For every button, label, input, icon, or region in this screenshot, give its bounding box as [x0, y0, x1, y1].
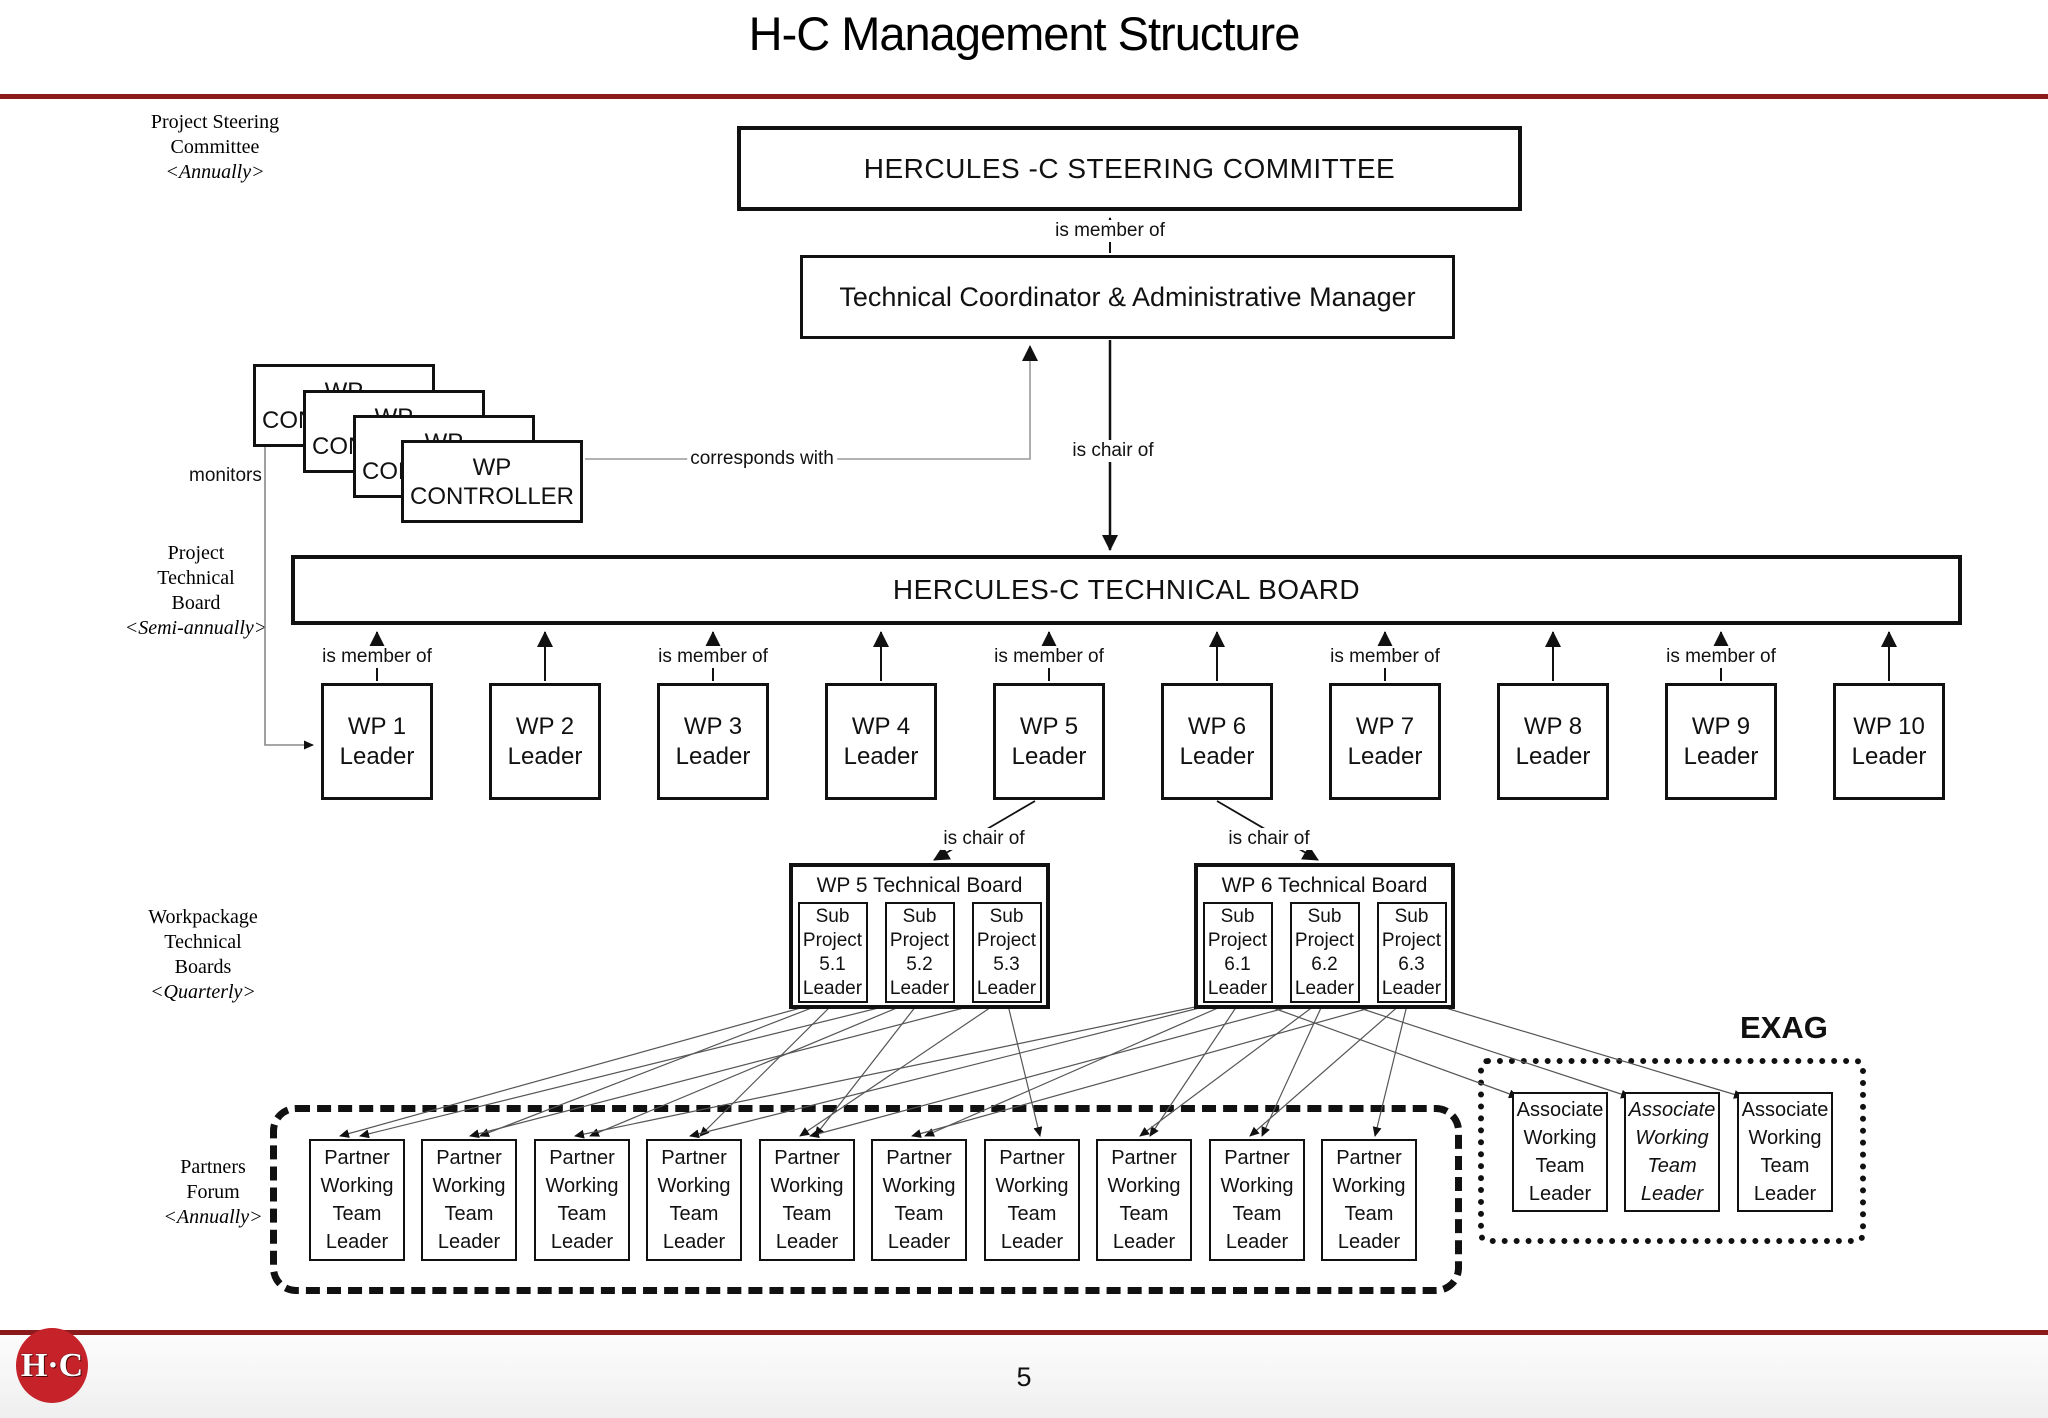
side-label-workpackage-boards: Workpackage Technical Boards <Quarterly> [148, 906, 258, 1003]
hc-logo-icon: H·C [16, 1328, 88, 1403]
label-is-chair-of-top: is chair of [1069, 440, 1157, 462]
label-is-member-of-wp5: is member of [991, 646, 1107, 668]
label-is-member-of-wp9: is member of [1663, 646, 1779, 668]
node-technical-board: HERCULES-C TECHNICAL BOARD [291, 555, 1962, 625]
side-label-steering: Project Steering Committee <Annually> [150, 111, 280, 183]
label-is-member-of-wp7: is member of [1327, 646, 1443, 668]
exag-label: EXAG [1740, 1010, 1828, 1045]
hc-logo-text: H·C [20, 1346, 84, 1384]
label-is-member-of-wp3: is member of [655, 646, 771, 668]
label-is-member-of-top: is member of [1052, 220, 1168, 242]
exag-container [1478, 1058, 1866, 1244]
wp-controller-box-4: WP CONTROLLER [401, 440, 583, 523]
footer-divider [0, 1330, 2048, 1335]
node-technical-coordinator: Technical Coordinator & Administrative M… [800, 255, 1455, 339]
page-title: H-C Management Structure [748, 7, 1301, 60]
label-is-chair-of-wp6: is chair of [1225, 828, 1313, 850]
label-is-chair-of-wp5: is chair of [940, 828, 1028, 850]
top-divider [0, 94, 2048, 99]
label-monitors: monitors [189, 465, 262, 486]
side-label-partners-forum: Partners Forum <Annually> [163, 1156, 263, 1228]
label-corresponds-with: corresponds with [687, 448, 837, 470]
node-steering-committee: HERCULES -C STEERING COMMITTEE [737, 126, 1522, 211]
wp6-board-title: WP 6 Technical Board [1221, 874, 1428, 897]
wp5-board-title: WP 5 Technical Board [816, 874, 1023, 897]
side-label-technical-board: Project Technical Board <Semi-annually> [124, 542, 268, 639]
footer [0, 1335, 2048, 1418]
label-is-member-of-wp1: is member of [319, 646, 435, 668]
page-number: 5 [1016, 1362, 1032, 1392]
partners-forum-container [270, 1105, 1462, 1294]
